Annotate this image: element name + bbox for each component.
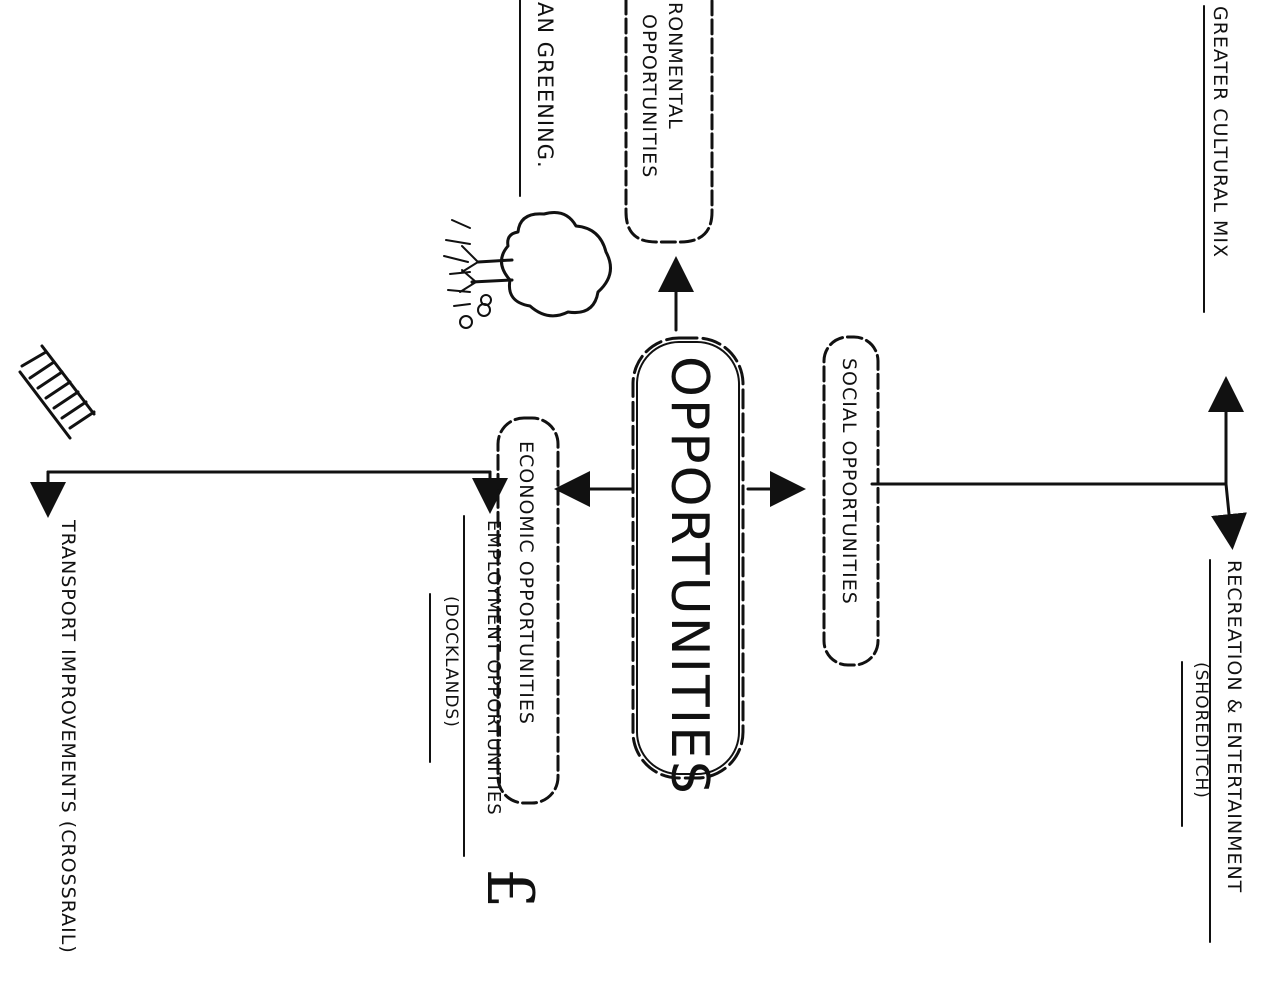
pound-sign-icon: £ [472,868,546,909]
connector-lines [30,256,1247,550]
docklands-label: (DOCKLANDS) [441,596,461,728]
employment-label: EMPLOYMENT OPPORTUNITIES [483,520,504,816]
social-details: GREATER CULTURAL MIX RECREATION & ENTERT… [1181,5,1245,943]
environmental-label-line1: RONMENTAL [664,2,686,130]
flower-icon [443,219,492,329]
social-label: SOCIAL OPPORTUNITIES [838,358,860,605]
tree-icon [459,211,612,318]
urban-greening-label: AN GREENING. [533,2,557,169]
recreation-label: RECREATION & ENTERTAINMENT [1223,560,1245,893]
shoreditch-label: (SHOREDITCH) [1191,662,1211,799]
cultural-mix-label: GREATER CULTURAL MIX [1209,6,1231,258]
center-node: OPPORTUNITIES [631,336,745,796]
environmental-label-line2: OPPORTUNITIES [638,14,660,178]
social-node: SOCIAL OPPORTUNITIES [822,335,880,667]
environmental-details: AN GREENING. [519,0,557,197]
environmental-node: RONMENTAL OPPORTUNITIES [624,0,714,244]
transport-label: TRANSPORT IMPROVEMENTS (CROSSRAIL) [57,519,79,954]
center-label: OPPORTUNITIES [659,356,719,796]
economic-details: EMPLOYMENT OPPORTUNITIES (DOCKLANDS) TRA… [57,515,504,954]
economic-label: ECONOMIC OPPORTUNITIES [515,441,537,725]
economic-node: ECONOMIC OPPORTUNITIES [496,416,560,805]
railway-track-icon [18,344,96,440]
svg-text:£: £ [472,868,546,909]
